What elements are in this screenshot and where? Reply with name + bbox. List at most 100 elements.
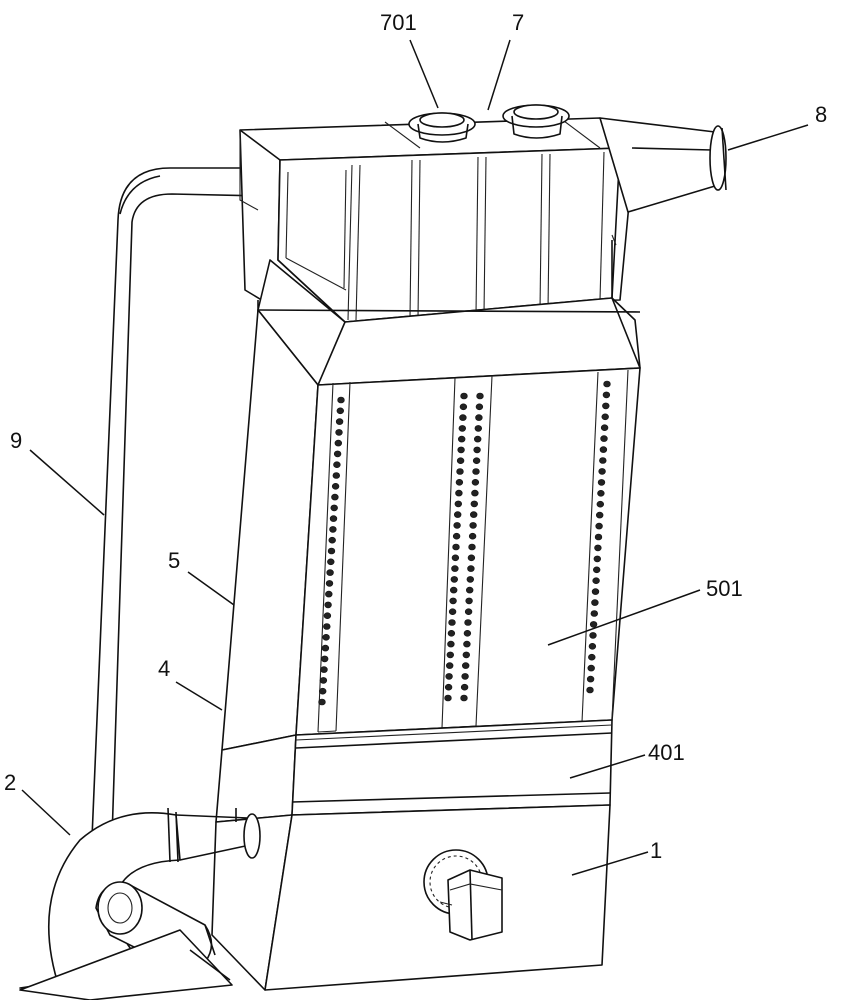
perforation-hole (452, 566, 459, 572)
perforation-hole (477, 393, 484, 399)
perforation-hole (472, 490, 479, 496)
perforation-hole (329, 537, 336, 543)
perforation-hole (453, 533, 460, 539)
perforation-hole (460, 404, 467, 410)
perforation-hole (334, 462, 341, 468)
perforation-hole (465, 620, 472, 626)
perforation-hole (472, 479, 479, 485)
label-401: 401 (648, 740, 685, 765)
motor-icon (440, 870, 502, 940)
perforation-hole (592, 589, 599, 595)
perforation-hole (325, 602, 332, 608)
leader-4 (176, 682, 222, 710)
perforation-hole (590, 632, 597, 638)
perforation-hole (593, 578, 600, 584)
perforation-hole (321, 667, 328, 673)
perforation-hole (336, 419, 343, 425)
label-701: 701 (380, 10, 417, 35)
perforation-hole (450, 598, 457, 604)
perforation-hole (338, 397, 345, 403)
perforation-hole (469, 533, 476, 539)
perforation-hole (595, 534, 602, 540)
perforation-hole (446, 663, 453, 669)
perforation-hole (450, 587, 457, 593)
perforation-hole (324, 613, 331, 619)
leader-9 (30, 450, 104, 515)
perforation-hole (594, 556, 601, 562)
perforation-hole (591, 611, 598, 617)
perforation-hole (596, 523, 603, 529)
leader-8 (728, 125, 808, 150)
perforation-hole (588, 654, 595, 660)
perforation-hole (474, 447, 481, 453)
perforation-hole (471, 501, 478, 507)
perforation-hole (330, 526, 337, 532)
perforation-hole (595, 545, 602, 551)
perforation-hole (590, 621, 597, 627)
perforation-hole (460, 415, 467, 421)
perforation-hole (456, 490, 463, 496)
perforation-hole (475, 425, 482, 431)
perforation-hole (597, 501, 604, 507)
perforation-hole (603, 392, 610, 398)
perforation-hole (325, 591, 332, 597)
label-4: 4 (158, 656, 170, 681)
perforation-hole (319, 688, 326, 694)
perforation-hole (448, 641, 455, 647)
perforation-hole (332, 494, 339, 500)
perforation-hole (449, 609, 456, 615)
label-5: 5 (168, 548, 180, 573)
label-1: 1 (650, 838, 662, 863)
perforation-hole (462, 663, 469, 669)
perforation-hole (458, 447, 465, 453)
perforation-hole (474, 436, 481, 442)
perforation-hole (468, 555, 475, 561)
perforation-hole (455, 501, 462, 507)
perforation-hole (461, 684, 468, 690)
perforation-hole (467, 576, 474, 582)
label-9: 9 (10, 428, 22, 453)
leader-701 (410, 40, 438, 108)
perforation-hole (451, 576, 458, 582)
perforation-hole (454, 522, 461, 528)
perforation-hole (466, 598, 473, 604)
perforation-hole (601, 425, 608, 431)
perforation-hole (456, 479, 463, 485)
perforation-hole (337, 408, 344, 414)
perforation-hole (469, 544, 476, 550)
perforation-hole (589, 643, 596, 649)
perforation-hole (333, 473, 340, 479)
perforation-hole (448, 630, 455, 636)
perforation-hole (476, 415, 483, 421)
perforation-hole (459, 425, 466, 431)
perforation-hole (323, 624, 330, 630)
perforation-hole (602, 403, 609, 409)
perforation-hole (588, 665, 595, 671)
perforation-hole (322, 645, 329, 651)
perforation-hole (457, 458, 464, 464)
perforation-hole (320, 677, 327, 683)
perforation-hole (461, 695, 468, 701)
perforation-hole (598, 490, 605, 496)
perforation-hole (473, 469, 480, 475)
perforation-hole (466, 587, 473, 593)
perforation-hole (326, 580, 333, 586)
perforation-hole (447, 652, 454, 658)
perforation-hole (449, 620, 456, 626)
perforation-hole (599, 468, 606, 474)
perforation-hole (336, 429, 343, 435)
perforation-hole (464, 630, 471, 636)
perforation-hole (327, 559, 334, 565)
perforation-hole (332, 483, 339, 489)
perforation-hole (470, 512, 477, 518)
label-501: 501 (706, 576, 743, 601)
perforation-hole (323, 634, 330, 640)
perforation-hole (604, 381, 611, 387)
perforation-hole (600, 447, 607, 453)
perforation-hole (473, 458, 480, 464)
perforation-hole (464, 641, 471, 647)
label-2: 2 (4, 770, 16, 795)
perforation-hole (458, 436, 465, 442)
perforation-hole (457, 469, 464, 475)
perforation-hole (596, 512, 603, 518)
